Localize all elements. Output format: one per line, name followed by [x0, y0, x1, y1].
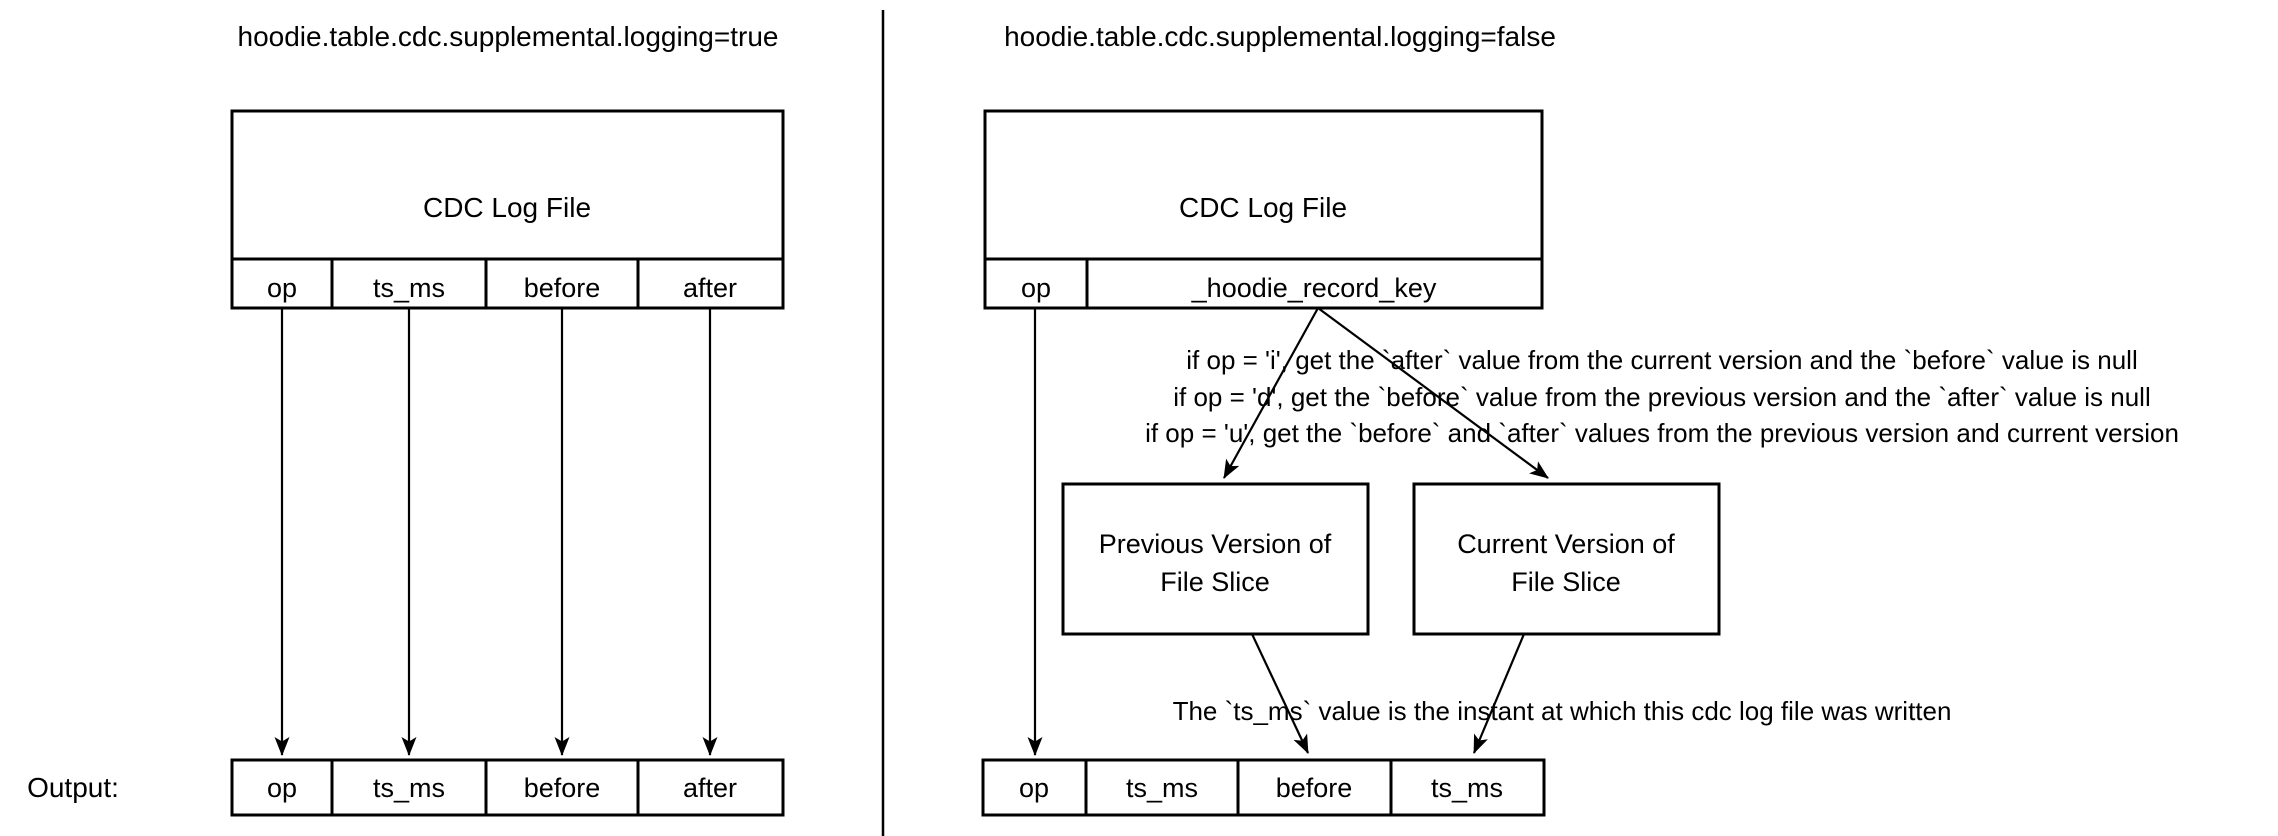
- previous-version-label-line1: Previous Version of: [1099, 529, 1332, 559]
- arrow-current-version-to-output: [1472, 633, 1526, 754]
- left-cdc-col-ts-ms: ts_ms: [373, 273, 445, 303]
- right-cdc-log-file-box: [983, 109, 1544, 310]
- left-output-col-before: before: [524, 773, 601, 803]
- left-cdc-log-file-box: [230, 109, 785, 310]
- left-output-row: [230, 758, 785, 817]
- left-output-col-op: op: [267, 773, 297, 803]
- left-cdc-col-before: before: [524, 273, 601, 303]
- right-cdc-col-hoodie-record-key: _hoodie_record_key: [1191, 273, 1437, 303]
- current-version-label-line1: Current Version of: [1457, 529, 1675, 559]
- left-output-col-after: after: [683, 773, 737, 803]
- left-cdc-col-after: after: [683, 273, 737, 303]
- right-cdc-log-file-label: CDC Log File: [1179, 192, 1347, 223]
- right-output-col-ts-ms: ts_ms: [1126, 773, 1198, 803]
- left-panel: hoodie.table.cdc.supplemental.logging=tr…: [27, 21, 785, 817]
- left-output-col-ts-ms: ts_ms: [373, 773, 445, 803]
- rule-op-update: if op = 'u', get the `before` and `after…: [1145, 418, 2179, 448]
- arrow-previous-version-to-output: [1251, 633, 1309, 754]
- left-panel-title: hoodie.table.cdc.supplemental.logging=tr…: [238, 21, 779, 52]
- ts-ms-note: The `ts_ms` value is the instant at whic…: [1173, 696, 1952, 726]
- current-version-label-line2: File Slice: [1511, 567, 1621, 597]
- left-cdc-log-file-label: CDC Log File: [423, 192, 591, 223]
- right-panel: hoodie.table.cdc.supplemental.logging=fa…: [981, 21, 2179, 817]
- rule-op-insert: if op = 'i', get the `after` value from …: [1186, 345, 2137, 375]
- right-output-col-ts-ms-2: ts_ms: [1431, 773, 1503, 803]
- arrow-record-key-to-current-version: [1317, 307, 1549, 479]
- left-output-label: Output:: [27, 772, 119, 803]
- left-cdc-col-op: op: [267, 273, 297, 303]
- previous-version-label-line2: File Slice: [1160, 567, 1270, 597]
- rule-op-delete: if op = 'd', get the `before` value from…: [1173, 382, 2151, 412]
- right-output-row: [981, 758, 1546, 817]
- arrow-record-key-to-previous-version: [1223, 307, 1319, 479]
- right-cdc-col-op: op: [1021, 273, 1051, 303]
- right-panel-title: hoodie.table.cdc.supplemental.logging=fa…: [1004, 21, 1556, 52]
- previous-version-box: [1061, 482, 1370, 636]
- current-version-box: [1412, 482, 1721, 636]
- right-output-col-op: op: [1019, 773, 1049, 803]
- right-output-col-before: before: [1276, 773, 1353, 803]
